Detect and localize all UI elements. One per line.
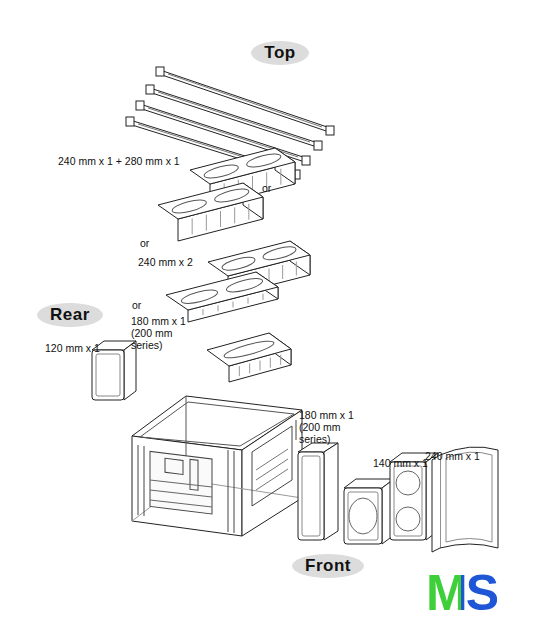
radiator-top	[208, 241, 310, 276]
bracket-tab	[136, 101, 144, 110]
dimension-label: 180 mm x 1 (200 mm series)	[131, 315, 205, 351]
radiator-fin	[260, 361, 261, 371]
dimension-label: 180 mm x 1 (200 mm series)	[299, 409, 373, 445]
radiator-fan-ring	[245, 151, 282, 169]
pc-case	[132, 396, 302, 536]
rear-radiator	[92, 350, 124, 400]
radiator-fin	[206, 215, 207, 231]
radiator-fin	[233, 302, 234, 308]
dimension-label: or	[132, 299, 141, 311]
radiator-fin	[280, 169, 281, 185]
section-heading: Top	[251, 41, 309, 65]
radiator-fan-ring	[213, 186, 250, 204]
dimension-label: 120 mm x 1	[45, 342, 100, 354]
bracket-tab	[314, 141, 322, 150]
bracket-tab	[302, 156, 310, 165]
radiator-fin	[280, 355, 281, 365]
bracket-tab	[326, 126, 334, 135]
radiator-fan-ring	[262, 244, 297, 262]
radiator-fin	[192, 218, 193, 234]
front-radiator-140	[348, 492, 378, 540]
radiator-fin	[248, 204, 249, 220]
radiator-top	[166, 272, 278, 310]
radiator-fin	[218, 305, 219, 311]
dimension-label: 240 mm x 1	[425, 450, 480, 462]
dimension-label: 240 mm x 1 + 280 mm x 1	[58, 155, 180, 167]
radiator-fan-ring	[203, 162, 240, 180]
radiator-top	[207, 333, 291, 366]
front-radiator-140	[344, 488, 382, 544]
bracket-tab	[126, 117, 134, 126]
radiator-fin	[282, 265, 283, 279]
dimension-label: or	[262, 182, 271, 194]
section-heading: Rear	[37, 303, 103, 327]
radiator-fin	[263, 294, 264, 300]
front-parts	[298, 443, 438, 544]
section-heading: Front	[292, 554, 364, 578]
dimension-label: 140 mm x 1	[373, 457, 428, 469]
radiator-fin	[270, 358, 271, 368]
fan-ring	[349, 498, 377, 534]
watermark: MS	[426, 566, 497, 620]
front-radiator-180	[324, 443, 338, 540]
dimension-label: or	[140, 237, 149, 249]
front-radiator-240	[390, 462, 426, 540]
front-radiator-240	[394, 466, 422, 536]
radiator-fin	[220, 211, 221, 227]
heading-text: Front	[305, 556, 351, 576]
radiator-top	[190, 148, 295, 184]
radiator-fin	[249, 363, 250, 373]
heading-text: Top	[264, 43, 295, 63]
radiator-fan-ring	[225, 276, 263, 295]
bracket-tab	[156, 67, 164, 76]
radiator-top	[158, 183, 263, 219]
radiator-fin	[239, 366, 240, 376]
fan-ring	[396, 471, 420, 495]
radiators	[92, 148, 310, 400]
bracket-tab	[146, 85, 154, 94]
radiator-fin	[296, 262, 297, 276]
dimension-label: 240 mm x 2	[138, 256, 193, 268]
radiator-fan-ring	[180, 287, 218, 306]
radiator-fan-ring	[223, 338, 275, 361]
heading-text: Rear	[50, 305, 90, 325]
rear-radiator	[96, 354, 120, 396]
radiator-fin	[234, 207, 235, 223]
radiator-fan-ring	[171, 197, 208, 215]
radiator-fin	[248, 298, 249, 304]
fan-ring	[396, 507, 420, 531]
radiator-fin	[203, 309, 204, 315]
front-panel	[440, 447, 498, 548]
radiator-fan-ring	[221, 255, 256, 273]
front-radiator-180	[298, 452, 324, 540]
front-radiator-180	[302, 456, 320, 536]
